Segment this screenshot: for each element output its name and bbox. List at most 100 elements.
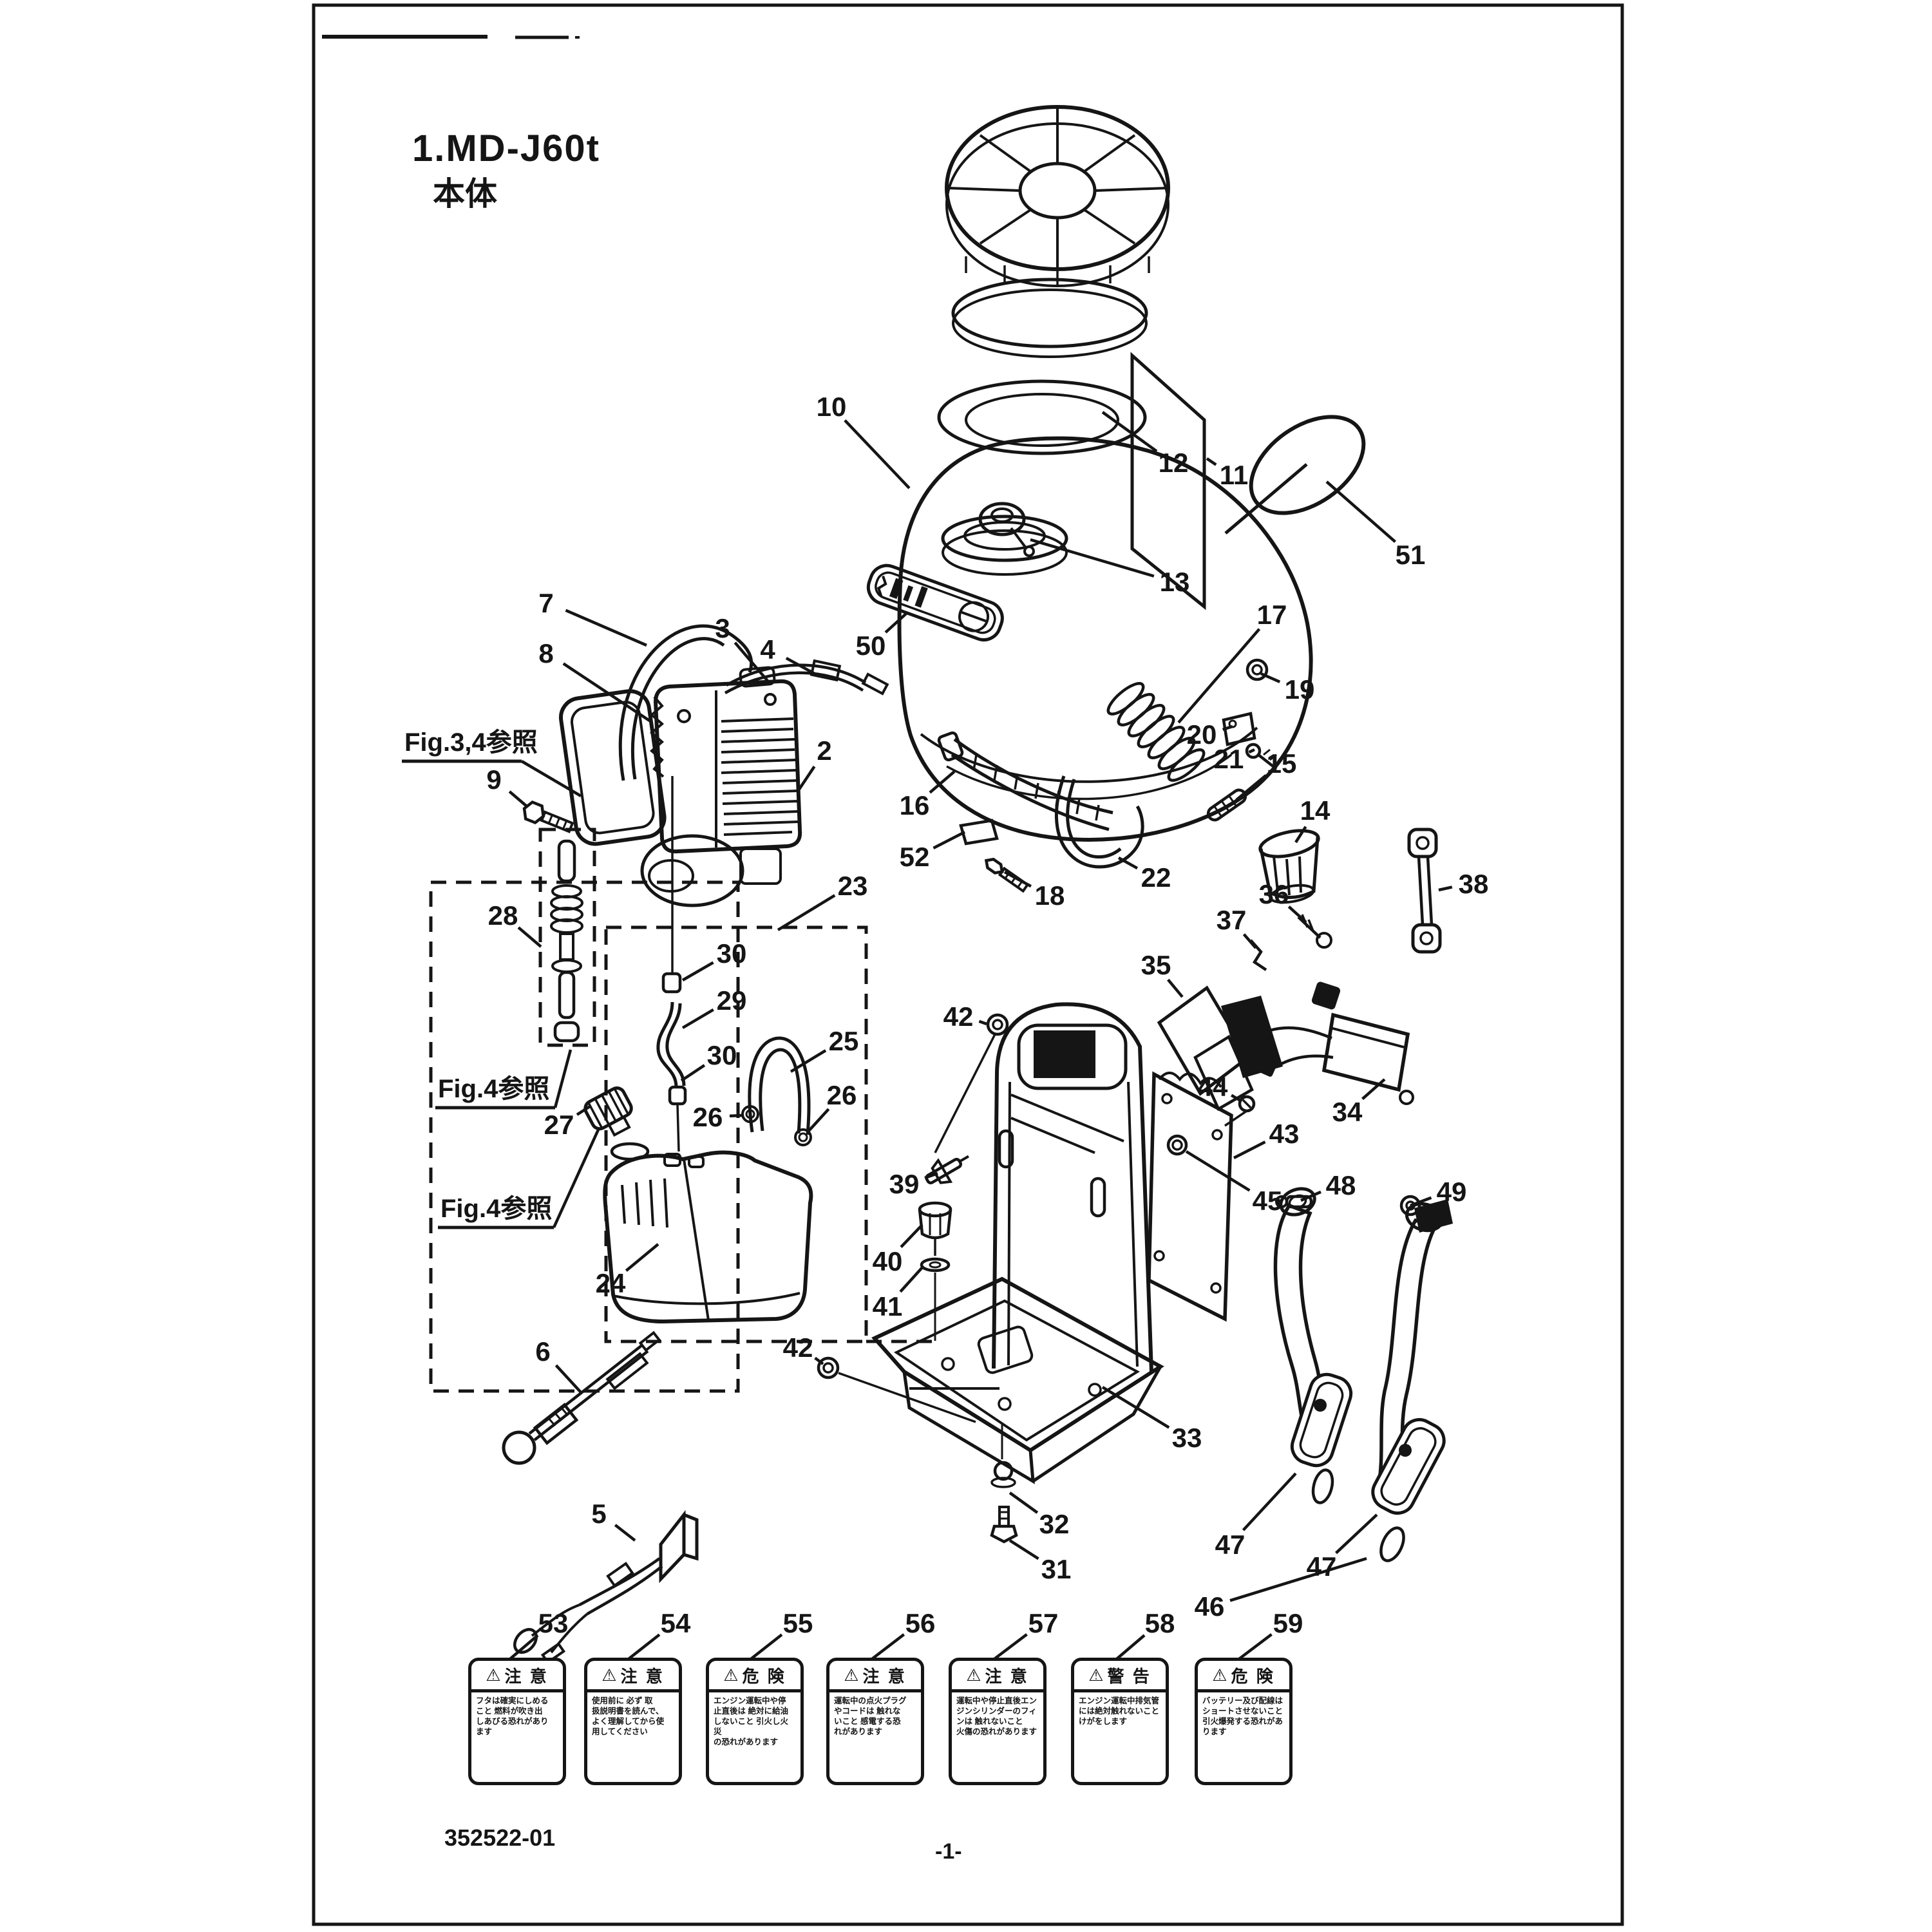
callout-number-58: 58 (1145, 1608, 1175, 1638)
callout-leader-30 (683, 963, 714, 980)
callout-number-12: 12 (1159, 448, 1189, 478)
tank-gasket-rings (939, 279, 1146, 453)
callout-number-14: 14 (1300, 795, 1331, 826)
doc-number: 352522-01 (444, 1824, 555, 1851)
callout-number-8: 8 (538, 638, 553, 668)
callout-number-51: 51 (1396, 540, 1426, 570)
callout-number-48: 48 (1326, 1170, 1356, 1200)
callout-number-30: 30 (707, 1040, 737, 1070)
callout-leader-37 (1244, 934, 1256, 948)
callout-leader-50 (886, 613, 907, 632)
callout-leader-46 (1230, 1558, 1367, 1600)
callout-number-39: 39 (889, 1169, 920, 1199)
callout-leader-5 (615, 1525, 635, 1540)
callout-leader-14 (1296, 827, 1306, 842)
callout-number-26: 26 (693, 1102, 723, 1132)
callout-number-42: 42 (783, 1332, 813, 1363)
callout-number-17: 17 (1257, 600, 1287, 630)
callout-number-18: 18 (1035, 880, 1065, 911)
callout-number-47: 47 (1215, 1530, 1245, 1560)
callout-leader-42 (979, 1021, 987, 1024)
callout-number-4: 4 (760, 634, 775, 665)
callout-leader-33 (1103, 1387, 1169, 1428)
callout-number-15: 15 (1267, 748, 1297, 779)
figure-ref-leader (554, 1128, 599, 1227)
figure-ref-leader (555, 1050, 571, 1108)
callout-number-24: 24 (596, 1268, 626, 1298)
wire-harness-5 (510, 1515, 697, 1662)
callout-leader-36 (1289, 907, 1306, 922)
callout-number-36: 36 (1259, 879, 1289, 909)
callout-number-42: 42 (943, 1001, 974, 1032)
callout-leader-41 (900, 1266, 923, 1292)
figure-ref-label: Fig.3,4参照 (404, 728, 538, 757)
callout-number-43: 43 (1269, 1119, 1300, 1149)
page-subtitle: 本体 (433, 176, 497, 212)
callout-number-54: 54 (661, 1608, 691, 1638)
figure-ref-leader (522, 761, 581, 796)
callout-leader-35 (1168, 980, 1182, 997)
carb-parts-stack (551, 841, 582, 1041)
callout-number-10: 10 (817, 392, 847, 422)
fuel-tank-cap-27 (583, 1085, 639, 1141)
fuel-tank (605, 1144, 811, 1321)
throttle-cable (725, 661, 887, 694)
callout-leader-26 (730, 1115, 742, 1116)
callout-leader-21 (1249, 750, 1255, 752)
frame-base (875, 1279, 1160, 1481)
callout-leader-32 (1010, 1493, 1037, 1513)
vent-tube-25 (750, 1038, 809, 1135)
hose-loop-22 (1056, 776, 1142, 867)
throttle-cable-6 (504, 1332, 659, 1463)
callout-leader-9 (509, 791, 527, 806)
callout-leader-23 (778, 895, 835, 930)
callout-leader-15 (1236, 775, 1266, 800)
callout-number-16: 16 (900, 790, 930, 820)
link-plate-38 (1409, 829, 1440, 952)
callout-number-5: 5 (591, 1499, 606, 1529)
callout-leader-7 (565, 611, 647, 645)
callout-number-46: 46 (1195, 1591, 1225, 1622)
callout-leader-57 (994, 1634, 1027, 1659)
callout-leader-55 (751, 1634, 782, 1659)
valve-39 (922, 1146, 975, 1191)
callout-number-44: 44 (1198, 1072, 1228, 1102)
callout-number-40: 40 (873, 1246, 903, 1276)
plate-52 (961, 820, 997, 844)
callout-number-21: 21 (1214, 744, 1244, 774)
callout-leader-51 (1327, 482, 1396, 542)
callout-number-37: 37 (1217, 905, 1247, 935)
callout-number-6: 6 (535, 1336, 550, 1367)
callout-leader-38 (1439, 887, 1452, 890)
callout-leader-45 (1186, 1151, 1249, 1191)
page-title: 1.MD-J60t (412, 128, 600, 169)
callout-leader-11 (1207, 459, 1216, 465)
callout-leader-6 (556, 1365, 581, 1392)
callout-leader-10 (845, 421, 909, 488)
callout-number-56: 56 (905, 1608, 936, 1638)
figure-ref-label: Fig.4参照 (438, 1075, 549, 1103)
page-number: -1- (935, 1839, 962, 1864)
callout-leader-54 (629, 1634, 659, 1659)
callout-number-20: 20 (1187, 719, 1217, 750)
callout-leader-30 (681, 1065, 705, 1081)
callout-leader-40 (901, 1225, 922, 1247)
callout-leader-28 (518, 927, 541, 947)
tank-strainer-lid (947, 107, 1168, 286)
callout-leader-58 (1117, 1635, 1144, 1659)
cup-40-washer-41 (920, 1203, 951, 1341)
callout-number-32: 32 (1039, 1509, 1070, 1539)
callout-number-33: 33 (1172, 1423, 1202, 1453)
callout-leader-29 (683, 1010, 714, 1028)
callout-number-31: 31 (1041, 1554, 1072, 1584)
callout-number-19: 19 (1285, 674, 1315, 705)
callout-leader-52 (933, 832, 965, 848)
callout-leader-24 (626, 1244, 658, 1271)
callout-number-25: 25 (829, 1026, 859, 1056)
callout-leader-13 (1030, 540, 1154, 576)
callout-leader-26 (808, 1109, 829, 1132)
callout-leader-31 (1010, 1540, 1038, 1558)
callout-number-35: 35 (1141, 950, 1171, 980)
callout-number-3: 3 (715, 613, 730, 643)
